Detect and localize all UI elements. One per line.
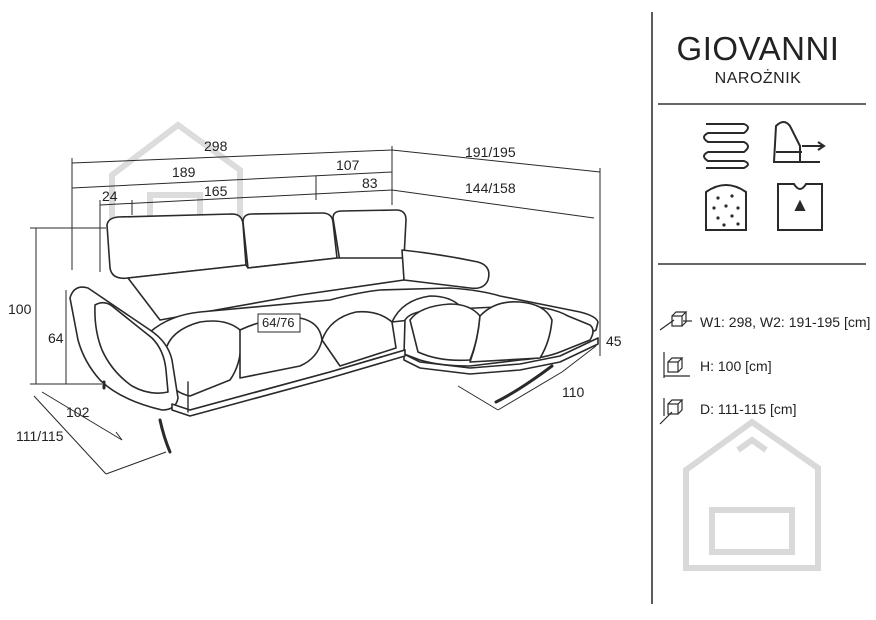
dim-label-83: 83 [362,175,378,191]
height-cube-icon [663,352,690,378]
spec-height: H: 100 [cm] [700,358,772,374]
dim-label-64-76: 64/76 [262,315,295,330]
dim-label-144-158: 144/158 [465,180,516,196]
dim-label-24: 24 [102,188,118,204]
product-name: GIOVANNI [676,30,840,67]
dim-label-111-115: 111/115 [16,428,64,444]
watermark-logo-right [683,418,821,571]
dim-label-102: 102 [66,404,90,420]
dim-label-191-195: 191/195 [465,144,516,160]
spec-depth-text: D: 111-115 [cm] [700,401,797,417]
spec-width-text: W1: 298, W2: 191-195 [cm] [700,314,871,330]
spec-height-text: H: 100 [cm] [700,358,772,374]
dim-label-100: 100 [8,301,32,317]
sofa-outline [69,209,599,454]
storage-icon [777,183,823,231]
dim-label-165: 165 [204,183,228,199]
width-cube-icon [659,311,692,331]
spring-icon [703,123,749,169]
foam-icon [705,184,747,231]
dim-label-64: 64 [48,330,64,346]
spec-width: W1: 298, W2: 191-195 [cm] [700,314,870,330]
dim-label-45: 45 [606,333,622,349]
dimension-lines [30,146,601,475]
spec-depth: D: 111-115 [cm] [700,401,796,417]
dim-label-110: 110 [562,384,585,400]
dim-label-189: 189 [172,164,196,180]
seat-depth-label-box [257,313,301,333]
dim-label-107: 107 [336,157,360,173]
slide-seat-icon [772,121,826,163]
dim-label-298: 298 [204,138,228,154]
product-type: NAROŻNIK [714,70,802,87]
depth-cube-icon [659,398,684,425]
